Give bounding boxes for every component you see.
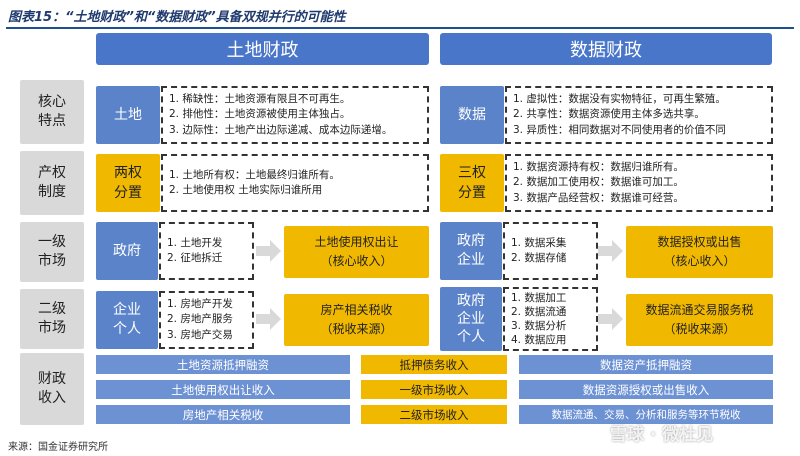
data-primary-item: 2. 数据存储 bbox=[511, 252, 567, 264]
land-core-item: 3. 边际性：土地产出边际递减、成本边际递增。 bbox=[169, 123, 393, 136]
fiscal-land-bar: 房地产相关税收 bbox=[96, 405, 350, 424]
fiscal-data-bar: 数据资源授权或出售收入 bbox=[519, 380, 773, 399]
fiscal-category-bar: 一级市场收入 bbox=[361, 380, 507, 399]
data-core-label: 数据 bbox=[440, 86, 504, 144]
row-label-primary: 一级 市场 bbox=[20, 222, 84, 282]
title-divider bbox=[6, 27, 794, 29]
fiscal-land-bar: 土地使用权出让收入 bbox=[96, 380, 350, 399]
fiscal-data-bar: 数据流通、交易、分析和服务等环节税收 bbox=[519, 405, 773, 424]
header-data-finance: 数据财政 bbox=[440, 33, 772, 65]
data-rights-item: 3. 数据产品经营权：数据谁可经营。 bbox=[513, 191, 684, 204]
land-secondary-revenue: 房产相关税收 （税收来源） bbox=[284, 294, 429, 346]
data-secondary-item: 3. 数据分析 bbox=[511, 320, 567, 332]
data-secondary-item: 1. 数据加工 bbox=[511, 291, 567, 304]
land-core-item: 2. 排他性：土地资源被使用主体独占。 bbox=[169, 108, 351, 121]
land-secondary-item: 1. 房地产开发 bbox=[167, 298, 233, 311]
data-primary-list: 1. 数据采集 2. 数据存储 bbox=[503, 222, 598, 280]
data-primary-actor: 政府 企业 bbox=[440, 222, 502, 280]
land-rights-item: 1. 土地所有权：土地最终归谁所有。 bbox=[169, 168, 340, 181]
land-primary-item: 2. 征地拆迁 bbox=[167, 252, 223, 264]
fiscal-category-bar: 二级市场收入 bbox=[361, 405, 507, 424]
land-secondary-item: 3. 房地产交易 bbox=[167, 328, 233, 341]
data-secondary-revenue: 数据流通交易服务税 （税收来源） bbox=[626, 294, 773, 346]
fiscal-data-bar: 数据资产抵押融资 bbox=[519, 355, 773, 374]
land-secondary-list: 1. 房地产开发 2. 房地产服务 3. 房地产交易 bbox=[159, 291, 254, 349]
fiscal-category-bar: 抵押债务收入 bbox=[361, 355, 507, 374]
row-label-core: 核心 特点 bbox=[20, 80, 84, 144]
land-secondary-item: 2. 房地产服务 bbox=[167, 313, 233, 326]
data-core-item: 3. 异质性：相同数据对不同使用者的价值不同 bbox=[513, 123, 726, 136]
arrow-right-icon bbox=[598, 240, 623, 262]
land-rights-label: 两权 分置 bbox=[96, 154, 160, 212]
data-secondary-item: 2. 数据流通 bbox=[511, 305, 567, 318]
figure-title: 图表15：“土地财政”和“数据财政”具备双规并行的可能性 bbox=[8, 10, 346, 25]
source-note: 来源：国金证券研究所 bbox=[8, 442, 108, 453]
land-core-label: 土地 bbox=[96, 86, 160, 144]
arrow-right-icon bbox=[256, 308, 281, 330]
row-label-rights: 产权 制度 bbox=[20, 151, 84, 215]
land-core-item: 1. 稀缺性：土地资源有限且不可再生。 bbox=[169, 93, 351, 106]
data-core-item: 1. 虚拟性：数据没有实物特征，可再生繁殖。 bbox=[513, 93, 726, 106]
land-primary-list: 1. 土地开发 2. 征地拆迁 bbox=[159, 222, 254, 280]
data-rights-label: 三权 分置 bbox=[440, 154, 504, 212]
data-rights-item: 2. 数据加工使用权：数据谁可加工。 bbox=[513, 176, 684, 189]
row-label-secondary: 二级 市场 bbox=[20, 289, 84, 349]
fiscal-land-bar: 土地资源抵押融资 bbox=[96, 355, 350, 374]
land-rights-item: 2. 土地使用权 土地实际归谁所用 bbox=[169, 184, 323, 196]
land-core-list: 1. 稀缺性：土地资源有限且不可再生。 2. 排他性：土地资源被使用主体独占。 … bbox=[161, 86, 429, 144]
data-secondary-actor: 政府 企业 个人 bbox=[440, 287, 502, 351]
land-secondary-actor: 企业 个人 bbox=[96, 291, 158, 349]
data-core-list: 1. 虚拟性：数据没有实物特征，可再生繁殖。 2. 共享性：数据资源使用主体多选… bbox=[505, 86, 773, 144]
data-secondary-list: 1. 数据加工 2. 数据流通 3. 数据分析 4. 数据应用 bbox=[503, 287, 598, 351]
data-secondary-item: 4. 数据应用 bbox=[511, 334, 567, 347]
land-rights-list: 1. 土地所有权：土地最终归谁所有。 2. 土地使用权 土地实际归谁所用 bbox=[161, 154, 429, 212]
data-core-item: 2. 共享性：数据资源使用主体多选共享。 bbox=[513, 108, 705, 121]
land-primary-item: 1. 土地开发 bbox=[167, 236, 223, 249]
header-land-finance: 土地财政 bbox=[96, 33, 429, 65]
row-label-fiscal: 财政 收入 bbox=[20, 353, 84, 425]
data-primary-item: 1. 数据采集 bbox=[511, 236, 567, 249]
data-rights-list: 1. 数据资源持有权：数据归谁所有。 2. 数据加工使用权：数据谁可加工。 3.… bbox=[505, 154, 773, 212]
data-primary-revenue: 数据授权或出售 （核心收入） bbox=[626, 226, 773, 278]
watermark-logo: 雪球 · 微杜见 bbox=[610, 425, 714, 445]
arrow-right-icon bbox=[256, 240, 281, 262]
land-primary-actor: 政府 bbox=[96, 222, 158, 280]
land-primary-revenue: 土地使用权出让 （核心收入） bbox=[284, 226, 429, 278]
arrow-right-icon bbox=[598, 308, 623, 330]
data-rights-item: 1. 数据资源持有权：数据归谁所有。 bbox=[513, 161, 684, 174]
